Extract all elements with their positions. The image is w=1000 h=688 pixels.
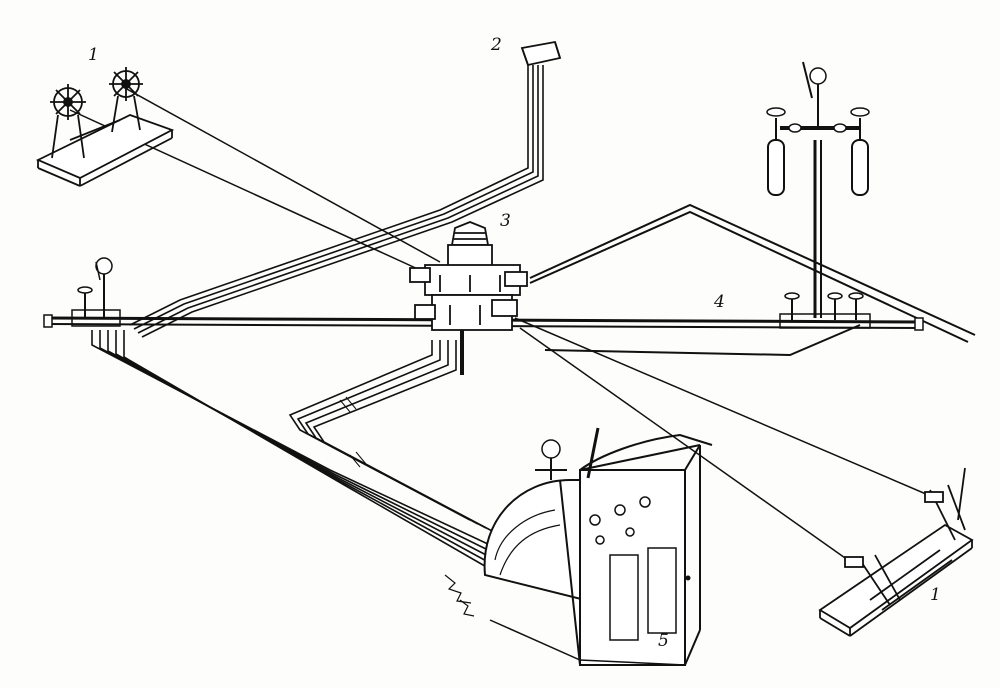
control-box (520, 40, 562, 67)
label-hydraulic-unit: 5 (658, 631, 669, 651)
label-winch-left: 1 (88, 45, 99, 65)
label-control-box: 2 (490, 35, 502, 55)
winch-right (818, 467, 974, 637)
floor-outline (529, 203, 976, 357)
winch-ropes (69, 87, 941, 566)
hydraulic-line-bundle-center (288, 340, 495, 533)
label-wellhead-preventer: 3 (500, 211, 511, 231)
label-manifold-line: 4 (713, 292, 725, 312)
control-cable-bundle (129, 65, 544, 338)
right-manifold (766, 61, 871, 329)
label-winch-right: 1 (930, 585, 941, 605)
hydraulic-control-unit (444, 427, 713, 666)
winch-left (35, 67, 175, 187)
hydraulic-line-bundle-left (91, 330, 491, 570)
left-valve-assembly (71, 257, 121, 327)
wellhead-preventer-stack (409, 221, 528, 375)
